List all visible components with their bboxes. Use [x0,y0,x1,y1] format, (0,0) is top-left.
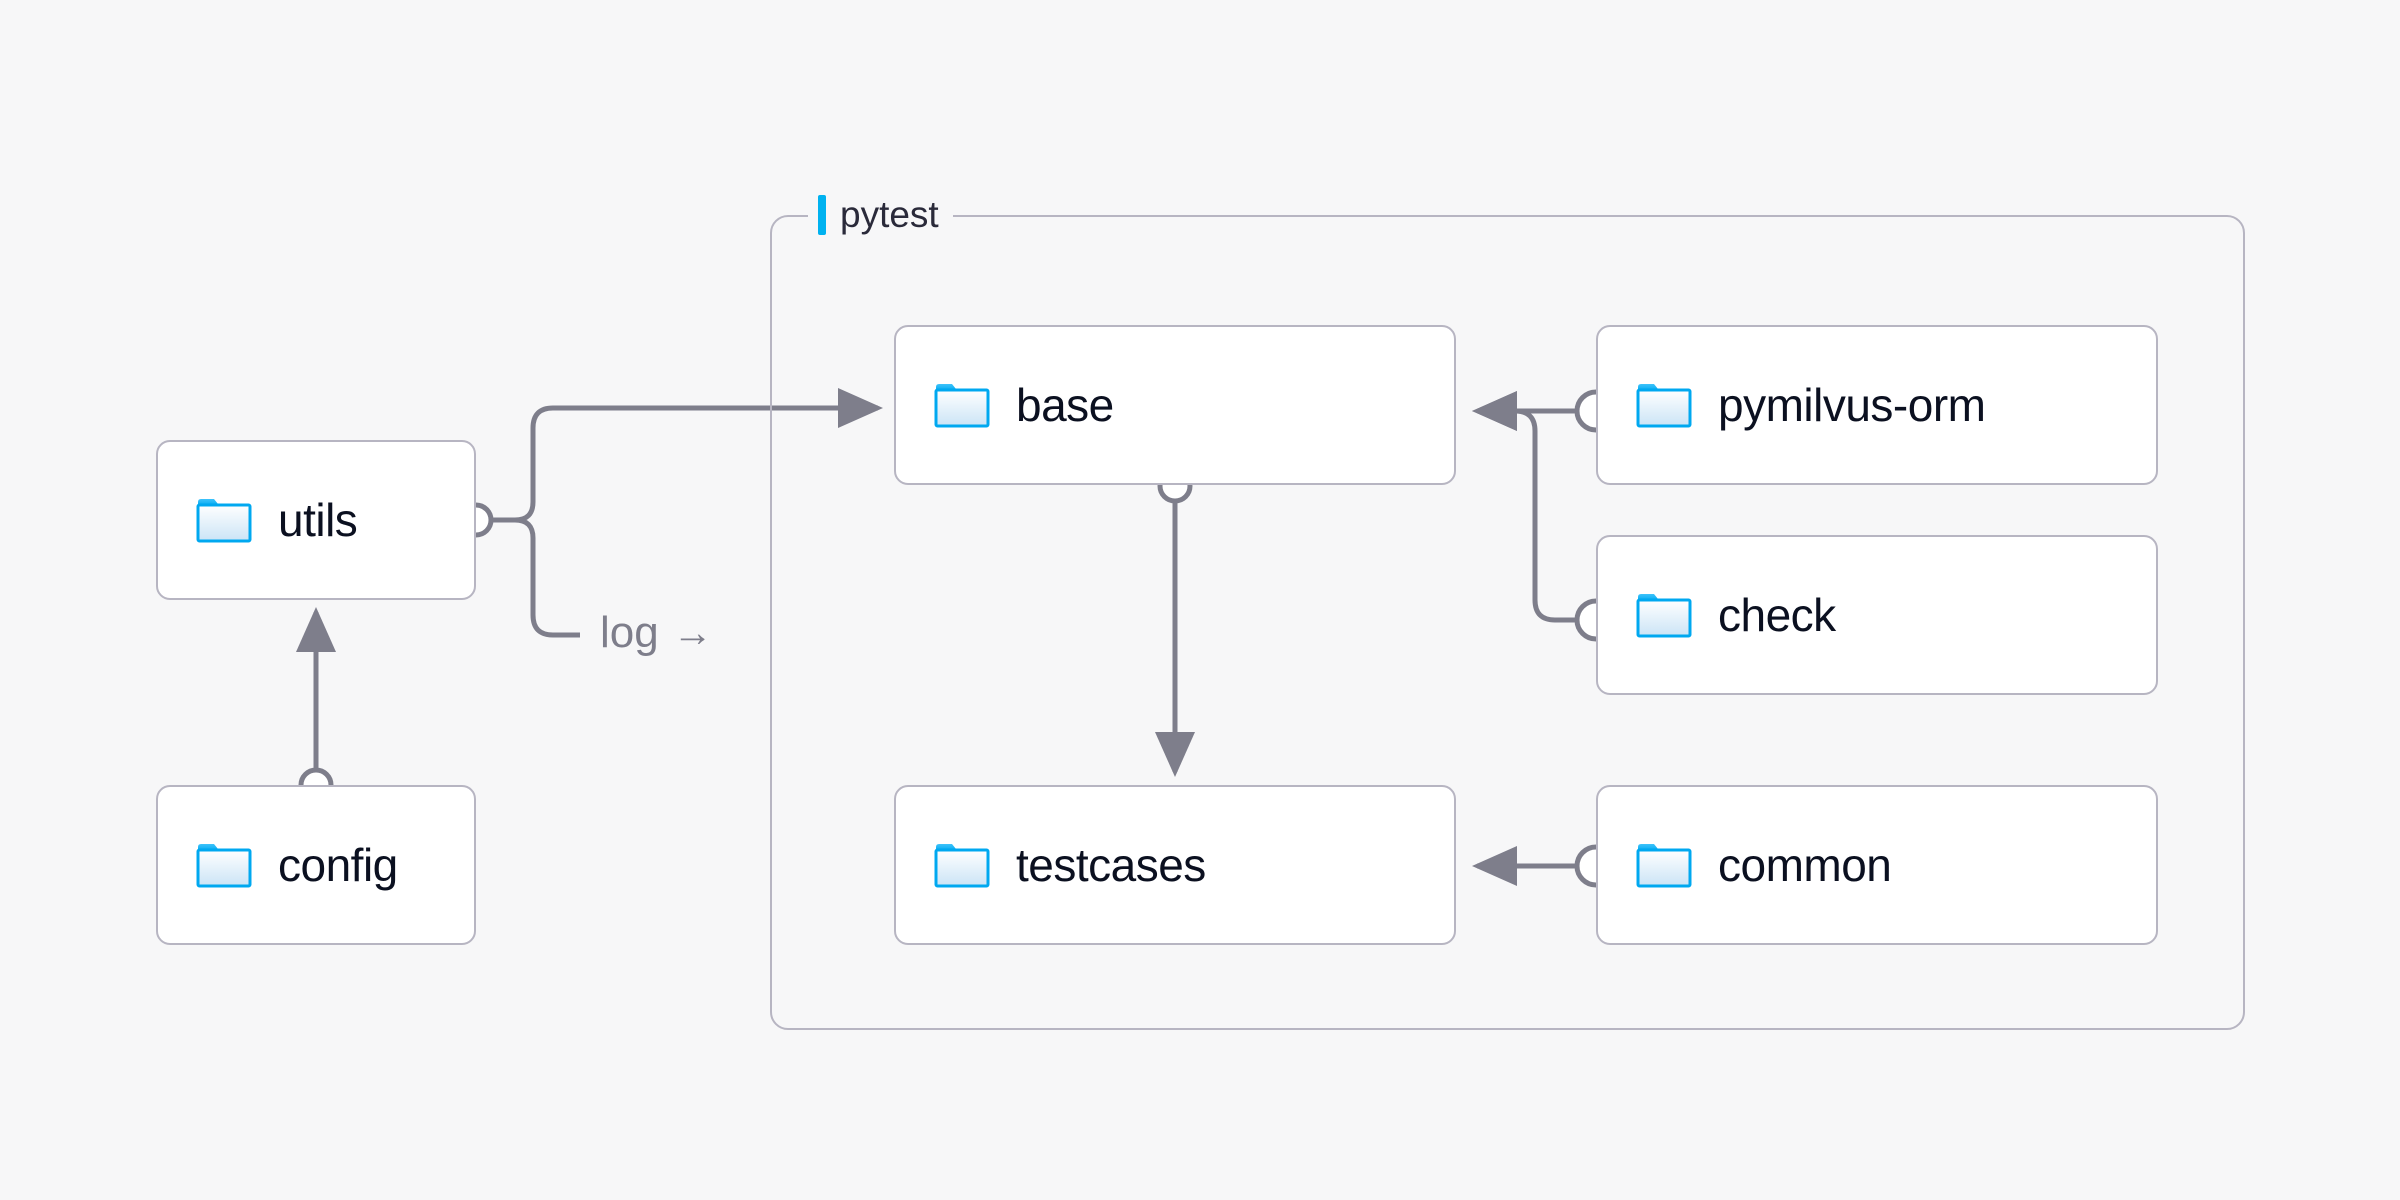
node-label: base [1016,379,1114,431]
folder-icon [934,384,990,428]
node-utils[interactable]: utils [156,440,476,600]
node-pymilvus-orm[interactable]: pymilvus-orm [1596,325,2158,485]
node-label: utils [278,494,358,546]
folder-icon [1636,844,1692,888]
node-label: common [1718,839,1892,891]
folder-icon [1636,594,1692,638]
pytest-group-label: pytest [808,192,953,238]
node-base[interactable]: base [894,325,1456,485]
arrow-right-icon: → [672,611,713,655]
group-accent-bar [818,195,826,235]
node-label: pymilvus-orm [1718,379,1986,431]
node-label: check [1718,589,1836,641]
edge-config-to-utils [296,607,336,803]
node-config[interactable]: config [156,785,476,945]
folder-icon [934,844,990,888]
node-label: config [278,839,398,891]
folder-icon [1636,384,1692,428]
pytest-group-box [770,215,2245,1030]
folder-icon [196,844,252,888]
node-check[interactable]: check [1596,535,2158,695]
group-label-text: pytest [840,194,939,235]
edge-label-log: log → [600,608,713,658]
edge-label-log-text: log [600,608,659,657]
node-common[interactable]: common [1596,785,2158,945]
node-label: testcases [1016,839,1206,891]
folder-icon [196,499,252,543]
node-testcases[interactable]: testcases [894,785,1456,945]
